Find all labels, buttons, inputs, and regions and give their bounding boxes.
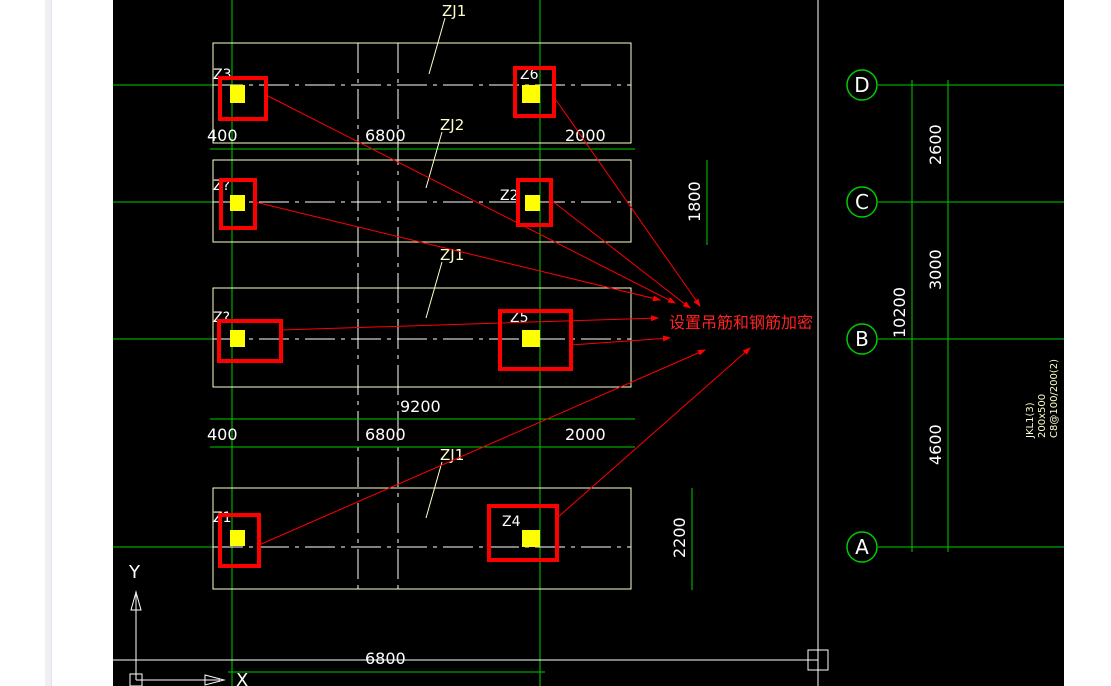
beam-lines [213,43,631,589]
foundation-outlines [212,42,632,590]
beam-label-zj1-mid: ZJ1 [440,246,464,264]
dim-mid-400: 400 [207,425,238,444]
dim-9200: 9200 [400,397,441,416]
column-label-zq-2: Z? [213,310,230,326]
grid-lines [113,0,1064,686]
column-label-z6: Z6 [520,67,539,83]
beam-label-zj1-bottom: ZJ1 [440,446,464,464]
column-label-z4: Z4 [502,514,521,530]
column-label-z2: Z2 [500,188,519,204]
dim-axis-4600: 4600 [926,424,945,465]
dim-top-2000: 2000 [565,126,606,145]
axis-bubbles [846,69,878,563]
dim-bottom-6800: 6800 [365,649,406,668]
beam-note-3: C8@100/200(2) [1049,359,1060,438]
beam-label-zj1-top: ZJ1 [442,2,466,20]
ucs-x-label: X [236,670,248,686]
dim-1800: 1800 [685,181,704,222]
dim-axis-3000: 3000 [926,249,945,290]
dim-axis-2600: 2600 [926,124,945,165]
cad-drawing: 400 6800 2000 9200 400 6800 2000 6800 18… [113,0,1064,686]
cursor-pickbox [807,649,829,671]
axis-label-b: B [855,327,869,351]
axis-label-c: C [855,190,869,214]
dim-2200: 2200 [670,517,689,558]
column-label-z3: Z3 [213,67,232,83]
ucs-icon [129,590,226,686]
dim-mid-2000: 2000 [565,425,606,444]
ucs-y-label: Y [128,562,141,583]
dim-top-400: 400 [207,126,238,145]
dimension-lines [210,80,949,673]
dim-mid-6800: 6800 [365,425,406,444]
column-label-z1: Z1 [213,510,232,526]
beam-label-zj2: ZJ2 [440,116,464,134]
highlight-boxes [217,66,573,568]
beam-note-1: JKL1(3) [1025,402,1036,439]
beam-note-2: 200x500 [1037,394,1048,438]
annotation-arrows [254,94,751,546]
dim-top-6800: 6800 [365,126,406,145]
axis-label-a: A [855,535,869,559]
side-strip [45,0,52,686]
axis-label-d: D [854,73,869,97]
annotation-label: 设置吊筋和钢筋加密 [669,313,813,332]
columns [230,85,540,547]
cad-canvas[interactable]: 400 6800 2000 9200 400 6800 2000 6800 18… [113,0,1064,686]
dim-axis-10200: 10200 [890,287,909,338]
